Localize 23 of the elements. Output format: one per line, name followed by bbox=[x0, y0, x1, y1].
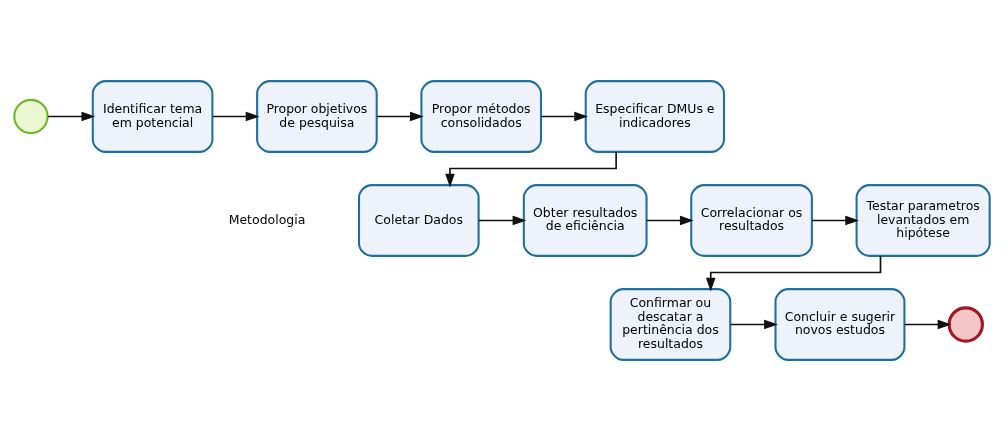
node-box: Identificar tema em potencial bbox=[91, 80, 213, 153]
node-box: Obter resultados de eficiência bbox=[522, 184, 648, 257]
node-box: Especificar DMUs e indicadores bbox=[584, 80, 725, 153]
arrow bbox=[211, 111, 259, 122]
arrow bbox=[477, 215, 526, 226]
node-box: Testar parametros levantados em hipótese bbox=[855, 184, 991, 257]
arrow bbox=[645, 215, 694, 226]
node-box: Propor objetivos de pesquisa bbox=[255, 80, 378, 153]
node-circle bbox=[947, 306, 984, 343]
arrow bbox=[540, 111, 588, 122]
node-box: Propor métodos consolidados bbox=[419, 80, 542, 153]
node-box: Concluir e sugerir novos estudos bbox=[773, 288, 905, 361]
arrow bbox=[46, 111, 95, 122]
node-box: Coletar Dados bbox=[357, 184, 480, 257]
arrow bbox=[810, 215, 859, 226]
node-box: Confirmar ou descatar a pertinência dos resultados bbox=[609, 288, 731, 361]
node-box: Correlacionar os resultados bbox=[689, 184, 813, 257]
node-circle bbox=[12, 98, 49, 135]
arrow bbox=[444, 151, 617, 188]
arrow bbox=[729, 319, 778, 330]
arrow bbox=[903, 319, 951, 330]
label: Metodologia bbox=[228, 211, 305, 227]
arrow bbox=[375, 111, 424, 122]
